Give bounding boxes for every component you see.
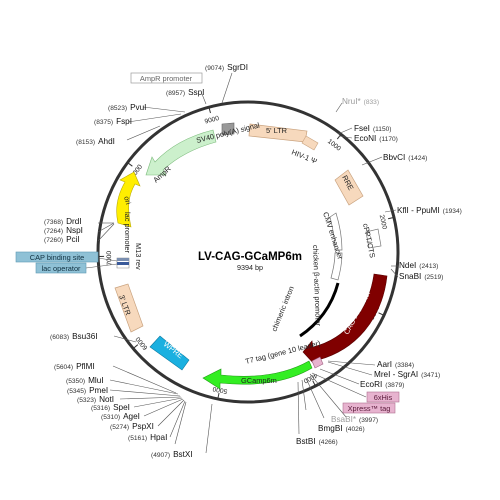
site-pcii: (7260)PciI <box>44 235 80 244</box>
site-ahdi: (8153)AhdI <box>76 137 115 146</box>
gcamp6m-feature <box>202 360 313 390</box>
site-bsu36i: (6083)Bsu36I <box>50 332 98 341</box>
cap-binding-site-box <box>15 251 99 263</box>
tick-mark <box>217 392 220 399</box>
tick-mark <box>336 134 341 140</box>
feature-label-ori: ori <box>122 195 133 206</box>
site-sgrdi: (9074)SgrDI <box>205 63 248 72</box>
tick-label: 2000 <box>378 214 388 230</box>
restriction-sites: (9074)SgrDI (8957)SspI (8523)PvuI (8375)… <box>44 63 462 459</box>
tick-mark <box>128 162 133 167</box>
feature-label-gcamp: GCamp6m <box>241 376 277 385</box>
his-tag-label: 6xHis <box>374 393 393 402</box>
site-pvui: (8523)PvuI <box>108 103 146 112</box>
xpress-tag-box <box>342 402 396 414</box>
site-drdi: (7368)DrdI <box>44 217 82 226</box>
tick-mark <box>387 217 394 220</box>
feature-label-lac-promoter: lac promoter <box>123 212 132 254</box>
tick-label: 7000 <box>106 250 113 265</box>
site-econi: EcoNI(1170) <box>354 134 398 143</box>
feature-shapes <box>114 122 388 390</box>
plasmid-title: LV-CAG-GCaMP6m <box>198 251 302 263</box>
lac-box-line <box>85 263 118 269</box>
site-snabi: SnaBI(2519) <box>399 272 443 281</box>
xpress-tag-label: Xpress™ tag <box>348 404 391 413</box>
tick-label: 4000 <box>302 371 319 384</box>
lac-operator-mark <box>117 262 129 265</box>
site-spei: (5316)SpeI <box>91 403 130 412</box>
ampr-feature <box>145 129 217 176</box>
site-bmgbi: BmgBI(4026) <box>318 424 365 433</box>
site-fsei: FseI(1150) <box>354 124 392 133</box>
site-aari: AarI(3384) <box>377 360 414 369</box>
site-sspi: (8957)SspI <box>166 88 204 97</box>
ampr-promoter-label: AmpR promoter <box>140 74 193 83</box>
feature-label-chimeric-intron: chimeric intron <box>270 285 296 333</box>
hiv1-psi-feature <box>301 135 319 151</box>
tick-label: 9000 <box>204 115 220 126</box>
ori-feature <box>116 171 141 228</box>
site-nspi: (7264)NspI <box>44 226 83 235</box>
site-ecori: EcoRI(3879) <box>360 380 404 389</box>
site-bstbi: BstBI(4266) <box>296 437 338 446</box>
site-bsabi: BsaBI*(3997) <box>331 415 378 424</box>
tick-label: 1000 <box>326 138 342 153</box>
cap-site-mark <box>117 258 129 261</box>
cppt-feature <box>365 228 382 249</box>
feature-label-beta-actin: chicken β-actin promoter <box>311 245 323 327</box>
site-noti: (5323)NotI <box>77 395 114 404</box>
tick-mark <box>208 108 211 114</box>
lac-operator-label: lac operator <box>41 264 81 273</box>
ltr3-feature <box>114 283 144 333</box>
plasmid-size: 9394 bp <box>237 263 263 272</box>
feature-label-m13: M13 rev <box>134 243 143 270</box>
tick-label: 6000 <box>134 335 149 351</box>
site-agei: (5310)AgeI <box>101 412 140 421</box>
site-lines <box>97 72 399 454</box>
site-pspxi: (5274)PspXI <box>110 422 154 431</box>
chimeric-intron-feature <box>299 282 340 338</box>
t7-tag-feature <box>311 356 324 369</box>
site-kfli-ppumi: KflI - PpuMI(1934) <box>397 206 462 215</box>
tick-mark <box>378 312 384 316</box>
cap-binding-site-label: CAP binding site <box>30 253 85 262</box>
site-bbvci: BbvCI(1424) <box>383 153 427 162</box>
sv40-polya-feature <box>221 122 235 136</box>
site-fspi: (8375)FspI <box>94 117 132 126</box>
tick-mark <box>312 380 316 386</box>
his-tag-box <box>366 391 400 403</box>
rre-feature <box>334 169 364 206</box>
tick-label: 5000 <box>212 385 228 395</box>
site-bstxi: (4907)BstXI <box>151 450 193 459</box>
site-nrui: NruI*(833) <box>342 97 379 106</box>
site-mrei-sgrai: MreI - SgrAI(3471) <box>374 370 440 379</box>
site-pmei: (5345)PmeI <box>67 386 108 395</box>
feature-label-cmv: CMV enhancer <box>321 211 345 261</box>
tick-mark <box>133 344 139 349</box>
lac-box-line <box>97 257 118 262</box>
site-mlui: (5350)MluI <box>66 376 104 385</box>
ampr-promoter-box <box>130 72 203 84</box>
feature-label-ltr5: 5' LTR <box>266 126 287 135</box>
cmv-enhancer-feature <box>329 212 343 251</box>
wpre-feature <box>149 335 190 371</box>
site-ndei: NdeI(2413) <box>399 261 438 270</box>
beta-actin-promoter-feature <box>330 252 343 281</box>
site-pflmi: (5604)PflMI <box>54 362 95 371</box>
site-hpai: (5161)HpaI <box>128 433 167 442</box>
